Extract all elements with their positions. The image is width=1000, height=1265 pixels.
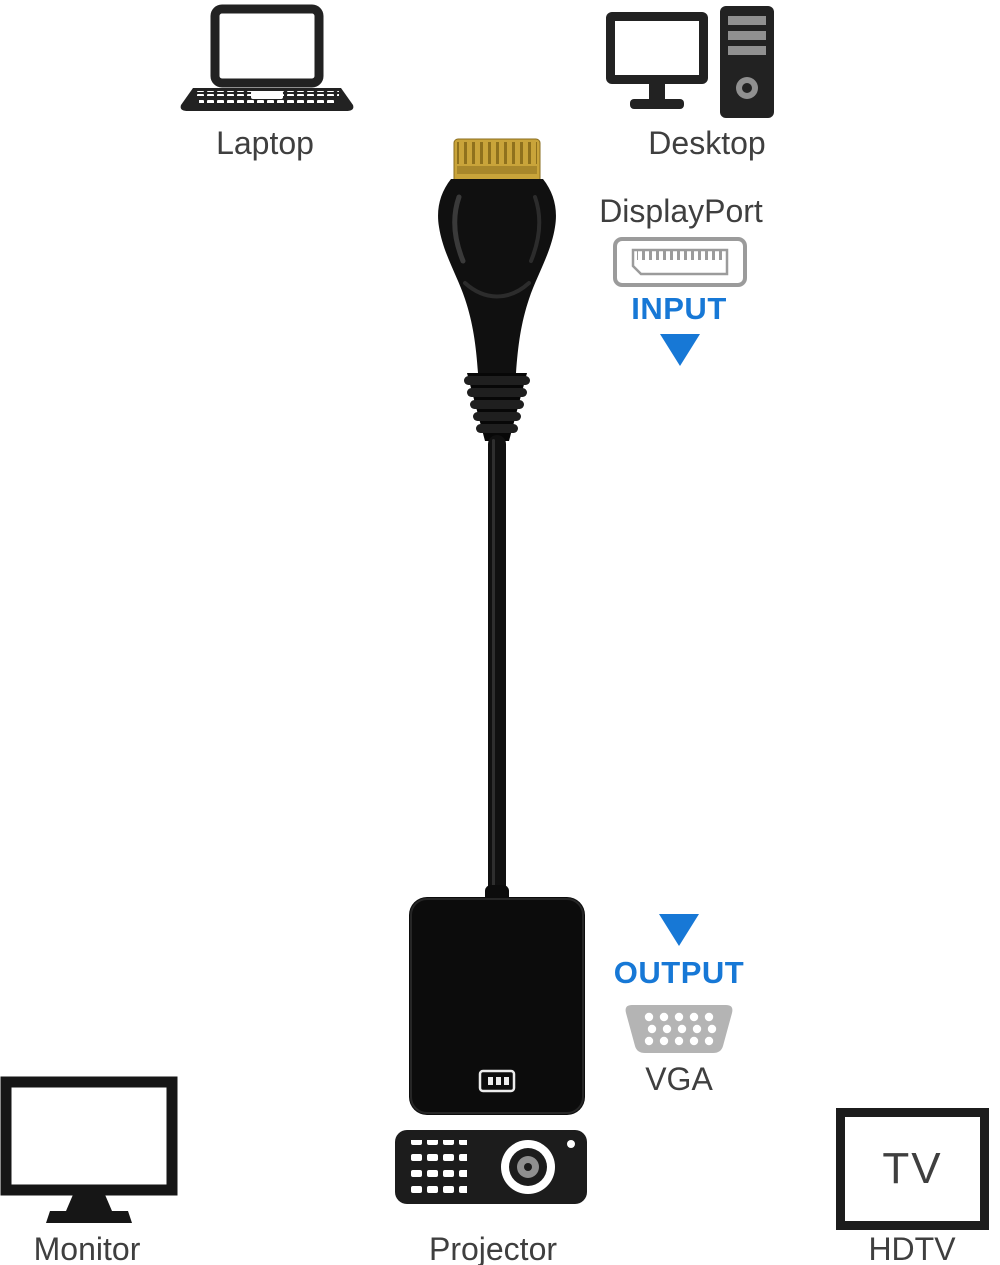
input-arrow-icon [660, 334, 700, 366]
adapter-image [409, 138, 585, 1115]
projector-label: Projector [428, 1231, 558, 1265]
input-label: INPUT [631, 291, 727, 326]
displayport-label: DisplayPort [599, 193, 763, 229]
connector-body [438, 179, 556, 373]
vga-label: VGA [645, 1061, 713, 1097]
laptop-label: Laptop [216, 125, 314, 161]
desktop-label: Desktop [648, 125, 766, 161]
displayport-plug [453, 138, 541, 184]
output-label: OUTPUT [613, 955, 745, 990]
monitor-icon [0, 1076, 178, 1223]
laptop-icon [180, 4, 354, 111]
desktop-icon [606, 6, 774, 118]
projector-icon [395, 1130, 587, 1204]
adapter-cable [488, 435, 506, 903]
displayport-connector-icon [613, 237, 747, 287]
tv-icon: TV [836, 1108, 989, 1230]
monitor-label: Monitor [33, 1231, 141, 1265]
vga-adapter-housing [409, 885, 585, 1115]
vga-connector-icon [625, 1005, 733, 1053]
tv-icon-label: TV [882, 1144, 943, 1193]
output-arrow-icon [659, 914, 699, 946]
strain-relief [464, 373, 530, 441]
hdtv-label: HDTV [868, 1231, 956, 1265]
housing-port-mark [478, 1069, 516, 1093]
